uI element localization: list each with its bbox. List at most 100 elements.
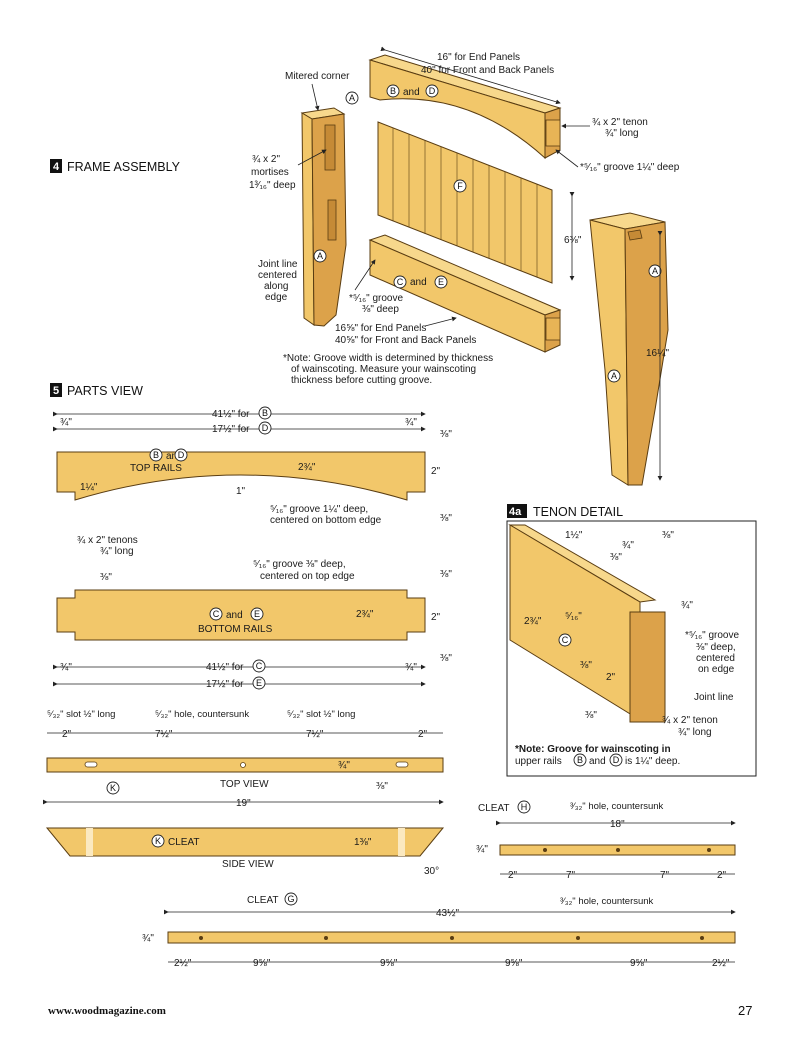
cleat-k-d3: 7½": [306, 729, 324, 740]
mitered-corner-label: Mitered corner: [285, 71, 350, 82]
cleat-h-thick: ¾": [476, 844, 488, 855]
frame-note-1: *Note: Groove width is determined by thi…: [283, 353, 493, 364]
top-end-right: ¾": [405, 417, 417, 428]
tenons-line-2: ¾" long: [100, 546, 134, 557]
cleat-g-letter: G: [287, 894, 294, 904]
part-a-letter: A: [349, 93, 355, 103]
cleat-g-d2: 9⅝": [253, 958, 271, 969]
part-b-marker: [386, 84, 400, 98]
top-len-b: 41½" for: [212, 409, 250, 420]
bottom-rail-height: 2¾": [356, 609, 374, 620]
joint-line-1: Joint line: [258, 259, 298, 270]
cleat-k-slot1: ⁵⁄₃₂" slot ½" long: [47, 709, 115, 720]
tenon-label-1-detail: ¾ x 2" tenon: [662, 715, 718, 726]
mortise-label-2: mortises: [251, 167, 289, 178]
section-number-5: 5: [53, 385, 59, 397]
section-badge-4: [50, 159, 62, 173]
bottom-rail-letter-e: E: [254, 609, 260, 619]
bottom-end-left: ¾": [60, 662, 72, 673]
cleat-h-overall: 18": [610, 819, 625, 830]
frame-note-2: of wainscoting. Measure your wainscoting: [291, 364, 476, 375]
tenon-detail-heading: TENON DETAIL: [533, 505, 623, 519]
section-number-4: 4: [53, 161, 60, 173]
bottom-rail-drawing: [368, 234, 562, 353]
part-d-letter: D: [429, 86, 436, 96]
bottom-rail-letter-c: C: [213, 609, 220, 619]
cleat-k-letter-side: K: [155, 836, 161, 846]
top-rails-label: TOP RAILS: [130, 463, 182, 474]
cleat-k-d1: 2": [62, 729, 72, 740]
panel-height-label: 6⅜": [564, 235, 582, 246]
cleat-k-d4: 2": [418, 729, 428, 740]
tenon-letter-c: C: [562, 635, 569, 645]
part-d-marker: [425, 84, 439, 98]
bottom-left-top: ⅜": [100, 572, 112, 583]
part-e-letter: E: [438, 277, 444, 287]
joint-line-3: along: [264, 281, 288, 292]
bottom-len-c-letter: C: [256, 661, 263, 671]
tenon-note-2c: is 1¼" deep.: [625, 755, 680, 767]
bottom-rail-length-2: 40⅝" for Front and Back Panels: [335, 335, 476, 346]
top-rail-and-label: and: [166, 451, 183, 462]
tenon-d-2: 2": [606, 672, 616, 683]
tenon-note-2b: and: [589, 756, 606, 767]
tenon-d-38d: ⅜": [585, 710, 597, 721]
top-len-d: 17½" for: [212, 424, 250, 435]
top-end-left: ¾": [60, 417, 72, 428]
bottom-rail-and-label: and: [226, 610, 243, 621]
cleat-g-d1: 2½": [174, 958, 192, 969]
tenon-d-1-5: 1½": [565, 530, 583, 541]
section-badge-5: [50, 383, 62, 397]
parts-view-heading: PARTS VIEW: [67, 384, 143, 398]
cleat-g-hole: ³⁄₃₂" hole, countersunk: [560, 896, 654, 907]
bottom-right-bot: ⅜": [440, 653, 452, 664]
cleat-k-side-view: [45, 827, 445, 857]
frame-note-3: thickness before cutting groove.: [291, 375, 432, 386]
bottom-len-c: 41½" for: [206, 662, 244, 673]
tenon-note-letter-d: D: [613, 755, 620, 765]
cleat-h-title: CLEAT: [478, 803, 510, 814]
top-rail-length-1: 16" for End Panels: [437, 52, 520, 63]
bottom-end-right: ¾": [405, 662, 417, 673]
tenon-d-34a: ¾": [622, 540, 634, 551]
top-right-top: ⅜": [440, 429, 452, 440]
cleat-k-small: ⅜": [376, 781, 388, 792]
top-rail-part: [56, 451, 426, 501]
cleat-g-thick: ¾": [142, 933, 154, 944]
cleat-k-side-height: 1⅜": [354, 837, 372, 848]
top-right-bot: ⅜": [440, 513, 452, 524]
part-e-marker: [434, 275, 448, 289]
bottom-rail-length-1: 16⅝" for End Panels: [335, 323, 426, 334]
cleat-k-overall: 19": [236, 798, 251, 809]
bottom-right-mid: 2": [431, 612, 441, 623]
part-b-letter: B: [390, 86, 396, 96]
cleat-g-overall: 43½": [436, 908, 459, 919]
top-len-d-letter: D: [262, 423, 269, 433]
cleat-k-side-view-label: SIDE VIEW: [222, 859, 274, 870]
part-a-marker: [345, 91, 359, 105]
tenon-groove-1: *⁵⁄₁₆" groove: [685, 630, 739, 641]
tenon-groove-3: centered: [696, 653, 735, 664]
mortise-label-3: 1³⁄₁₆" deep: [249, 180, 296, 191]
joint-line-4: edge: [265, 292, 288, 303]
top-right-mid: 2": [431, 466, 441, 477]
right-leg-drawing: [589, 212, 669, 486]
left-leg-drawing: [300, 107, 347, 327]
tenon-d-38a: ⅜": [662, 530, 674, 541]
bottom-len-e: 17½" for: [206, 679, 244, 690]
cleat-h-d1: 2": [508, 870, 518, 881]
cleat-k-slot2: ⁵⁄₃₂" slot ½" long: [287, 709, 355, 720]
wainscot-panel-drawing: [377, 121, 553, 284]
bottom-right-top: ⅜": [440, 569, 452, 580]
cleat-k-angle: 30°: [424, 866, 439, 877]
tenon-note-1: *Note: Groove for wainscoting in: [515, 744, 671, 755]
tenon-label-1: ¾ x 2" tenon: [592, 117, 648, 128]
page-number: 27: [738, 1003, 753, 1018]
cleat-g-title: CLEAT: [247, 895, 279, 906]
cleat-g-d4: 9⅝": [505, 958, 523, 969]
part-a-marker-2: [313, 249, 327, 263]
joint-line-2: centered: [258, 270, 297, 281]
cleat-g-d5: 9⅝": [630, 958, 648, 969]
tenon-note-2a: upper rails: [515, 756, 562, 767]
tenon-detail-section: 4a TENON DETAIL 1½" ¾" ⅜" ⅜" ¾" ⁵⁄₁₆" 2¾…: [506, 504, 757, 777]
